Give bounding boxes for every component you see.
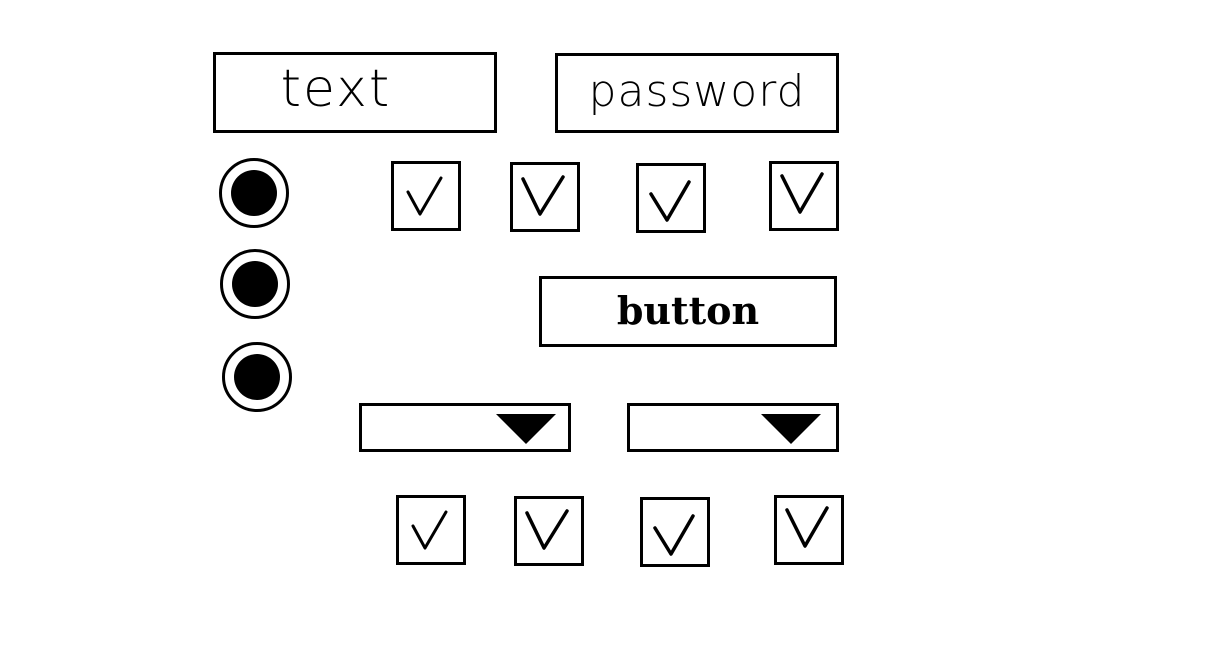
checkbox-top-4[interactable]	[769, 161, 839, 231]
password-input[interactable]: password	[555, 53, 839, 133]
checkmark-icon	[525, 509, 569, 550]
checkbox-bottom-3[interactable]	[640, 497, 710, 567]
radio-button-3[interactable]	[222, 342, 292, 412]
text-input-value: text	[280, 58, 392, 119]
checkmark-icon	[521, 175, 565, 216]
dropdown-select-2[interactable]	[627, 403, 839, 452]
checkbox-bottom-2[interactable]	[514, 496, 584, 566]
checkmark-icon	[785, 506, 829, 548]
checkbox-bottom-1[interactable]	[396, 495, 466, 565]
checkbox-top-1[interactable]	[391, 161, 461, 231]
checkbox-top-2[interactable]	[510, 162, 580, 232]
button-label: button	[616, 288, 760, 333]
checkmark-icon	[411, 510, 448, 550]
checkmark-icon	[406, 176, 443, 216]
checkmark-icon	[653, 514, 695, 556]
checkbox-top-3[interactable]	[636, 163, 706, 233]
radio-selected-dot	[234, 354, 280, 400]
radio-selected-dot	[232, 261, 278, 307]
checkmark-icon	[780, 172, 824, 214]
password-input-value: password	[588, 65, 806, 117]
dropdown-arrow-icon[interactable]	[496, 414, 556, 444]
checkmark-icon	[649, 180, 691, 222]
radio-button-1[interactable]	[219, 158, 289, 228]
checkbox-bottom-4[interactable]	[774, 495, 844, 565]
dropdown-select-1[interactable]	[359, 403, 571, 452]
dropdown-arrow-icon[interactable]	[761, 414, 821, 444]
text-input[interactable]: text	[213, 52, 497, 133]
submit-button[interactable]: button	[539, 276, 837, 347]
radio-button-2[interactable]	[220, 249, 290, 319]
radio-selected-dot	[231, 170, 277, 216]
